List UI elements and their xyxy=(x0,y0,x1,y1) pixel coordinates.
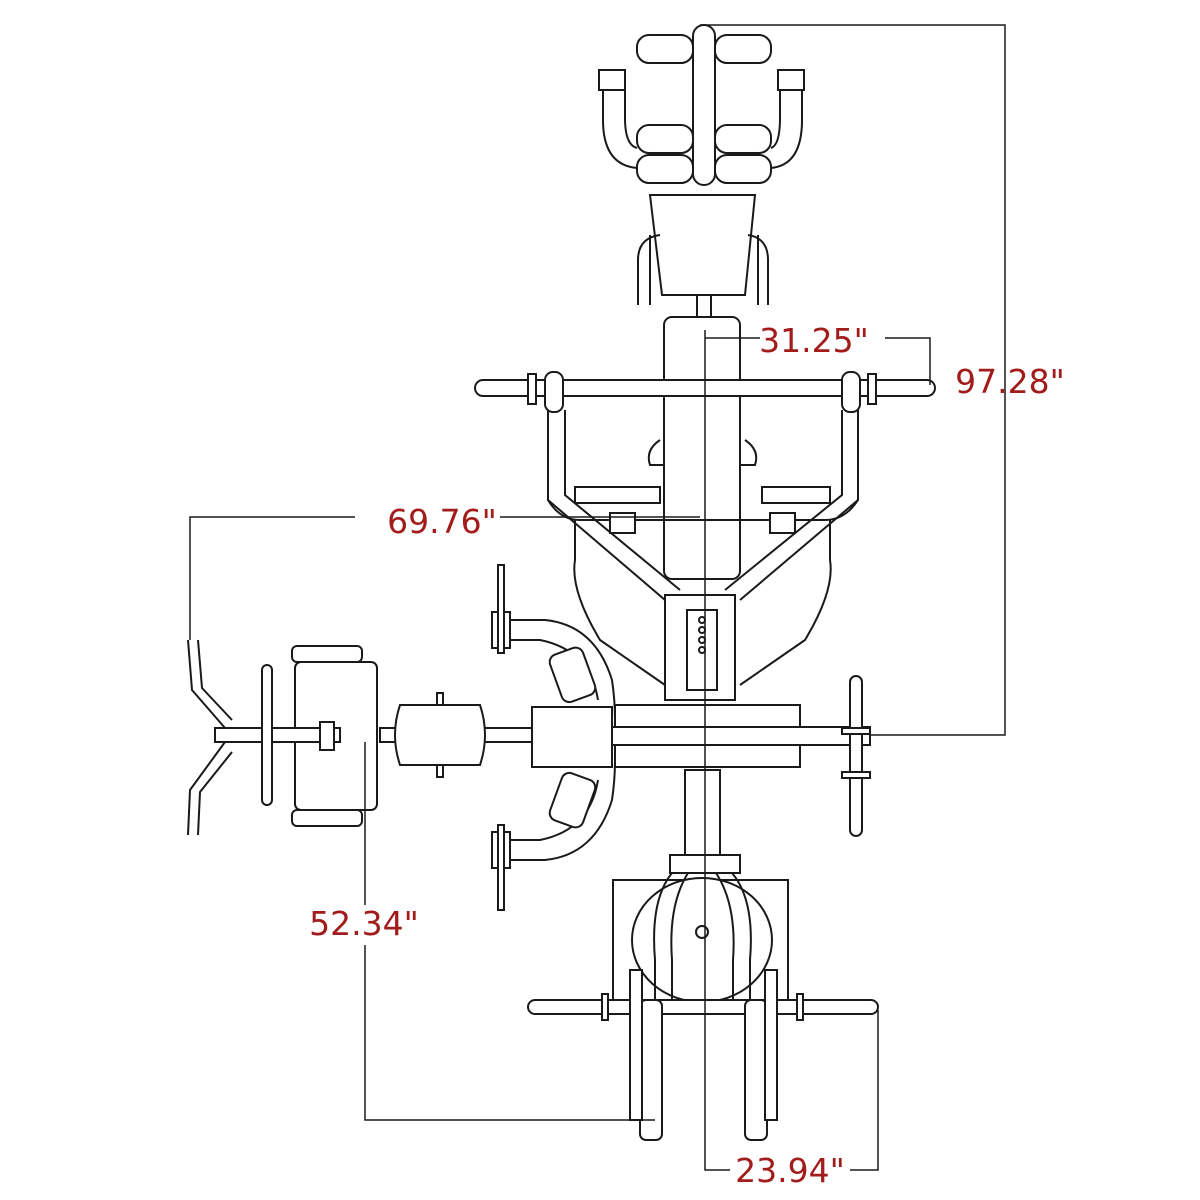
backrest xyxy=(663,316,741,580)
dimension-label-length: 97.28" xyxy=(955,362,1065,401)
dimension-label-width: 69.76" xyxy=(387,502,497,541)
rear-bar xyxy=(527,999,879,1015)
leg-developer-top xyxy=(598,24,805,186)
machine-drawing xyxy=(187,24,936,1141)
dimension-lines xyxy=(189,24,1006,1171)
seat xyxy=(648,194,757,296)
dimension-label-leg-depth: 52.34" xyxy=(309,904,419,943)
dimension-label-rear-width: 23.94" xyxy=(735,1151,845,1190)
leg-pad-seat xyxy=(394,704,486,766)
dimension-label-bar-width: 31.25" xyxy=(759,321,869,360)
